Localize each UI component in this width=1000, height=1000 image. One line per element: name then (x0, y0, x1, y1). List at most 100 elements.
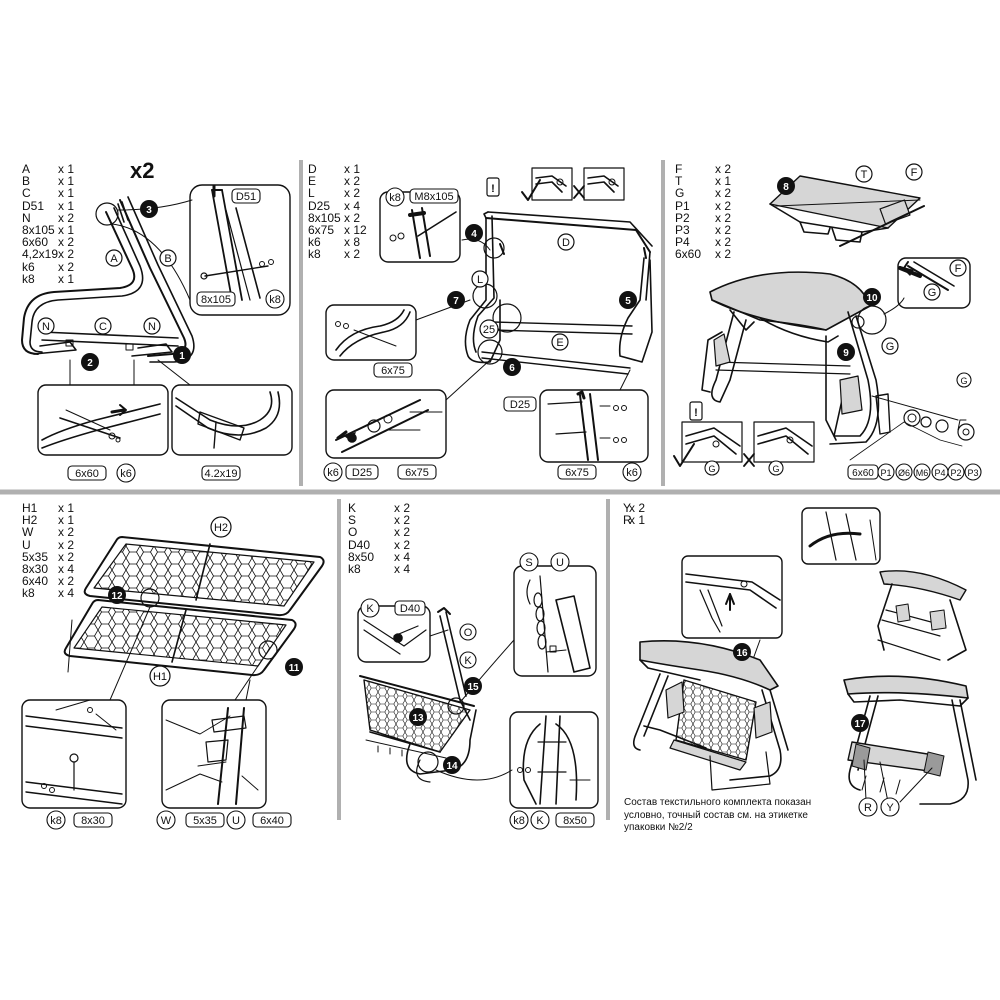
label-6x75-b: 6x75 (397, 464, 437, 480)
svg-text:H1: H1 (153, 671, 167, 683)
part-qty: x 2 (58, 259, 75, 274)
part-code: N (22, 210, 31, 225)
svg-text:6x60: 6x60 (852, 468, 874, 479)
part-code: H2 (22, 513, 38, 528)
svg-text:O: O (464, 627, 473, 639)
svg-text:4.2x19: 4.2x19 (204, 468, 237, 480)
textile-note-line-3: упаковки №2/2 (624, 822, 693, 833)
label-G-e: G (768, 460, 784, 476)
part-code: 6x60 (22, 235, 49, 250)
step-2: 2 (81, 353, 99, 371)
part-code: G (675, 186, 685, 201)
svg-text:14: 14 (446, 761, 458, 772)
svg-text:12: 12 (111, 591, 123, 602)
svg-text:6: 6 (509, 363, 515, 374)
part-qty: x 2 (394, 537, 411, 552)
svg-text:8x105: 8x105 (201, 294, 231, 306)
label-F-b: F (949, 259, 967, 277)
step-1: 1 (173, 346, 191, 364)
svg-text:6x75: 6x75 (405, 467, 429, 479)
label-S: S (519, 552, 539, 572)
part-code: k8 (22, 586, 35, 601)
step-12: 12 (108, 586, 126, 604)
svg-text:G: G (960, 376, 967, 386)
step-15: 15 (464, 677, 482, 695)
svg-text:K: K (366, 603, 374, 615)
part-code: Y (623, 501, 632, 515)
step-13: 13 (409, 708, 427, 726)
label-6x75-a: 6x75 (373, 362, 413, 378)
part-qty: x 4 (58, 586, 75, 601)
svg-text:P1: P1 (880, 468, 891, 478)
panel-dividers (0, 160, 1000, 820)
svg-text:W: W (161, 815, 172, 827)
label-8x50: 8x50 (555, 812, 595, 828)
label-k6-p2b: k6 (622, 462, 642, 482)
svg-text:A: A (110, 253, 118, 265)
label-6x40: 6x40 (252, 812, 292, 828)
label-T: T (855, 165, 873, 183)
step-9: 9 (837, 343, 855, 361)
multiplier-x2: x2 (130, 158, 155, 183)
part-code: 8x105 (308, 210, 341, 225)
svg-text:K: K (536, 815, 544, 827)
part-code: P2 (675, 210, 690, 225)
svg-text:9: 9 (843, 348, 849, 359)
svg-text:R: R (864, 802, 872, 814)
part-code: W (22, 525, 34, 540)
label-8x105-p1: 8x105 (196, 291, 236, 307)
part-code: T (675, 174, 683, 189)
svg-text:5: 5 (625, 296, 631, 307)
step-5: 5 (619, 291, 637, 309)
step-7: 7 (447, 291, 465, 309)
label-O6: Ø6 (895, 463, 913, 481)
part-code: L (308, 186, 315, 201)
part-code: D (308, 162, 317, 176)
part-qty: x 2 (58, 549, 75, 564)
label-k8-p1: k8 (265, 289, 285, 309)
label-25: 25 (479, 319, 499, 339)
svg-text:6x60: 6x60 (75, 468, 99, 480)
svg-text:K: K (464, 655, 472, 667)
svg-text:7: 7 (453, 296, 459, 307)
label-8x30: 8x30 (73, 812, 113, 828)
textile-note: Состав текстильного комплекта показан ус… (624, 797, 824, 835)
part-code: 6x40 (22, 574, 49, 589)
part-code: 8x30 (22, 562, 49, 577)
part-code: K (348, 501, 357, 515)
label-G-c: G (956, 372, 972, 388)
part-qty: x 2 (715, 235, 732, 250)
svg-text:10: 10 (866, 293, 878, 304)
warning-excl-p2: ! (491, 183, 495, 195)
svg-text:2: 2 (87, 358, 93, 369)
step-17: 17 (851, 714, 869, 732)
part-qty: x 4 (394, 549, 411, 564)
svg-text:6x75: 6x75 (565, 467, 589, 479)
part-code: 8x50 (348, 549, 375, 564)
label-Y: Y (880, 797, 900, 817)
svg-text:N: N (148, 321, 156, 333)
step-6: 6 (503, 358, 521, 376)
label-P3: P3 (964, 463, 982, 481)
label-N-left: N (37, 317, 55, 335)
svg-text:U: U (556, 557, 564, 569)
part-code: P4 (675, 235, 690, 250)
part-code: D25 (308, 198, 331, 213)
part-code: B (22, 174, 31, 189)
svg-text:3: 3 (146, 205, 152, 216)
step-14: 14 (443, 756, 461, 774)
part-code: 8x105 (22, 223, 55, 238)
svg-text:H2: H2 (214, 522, 228, 534)
